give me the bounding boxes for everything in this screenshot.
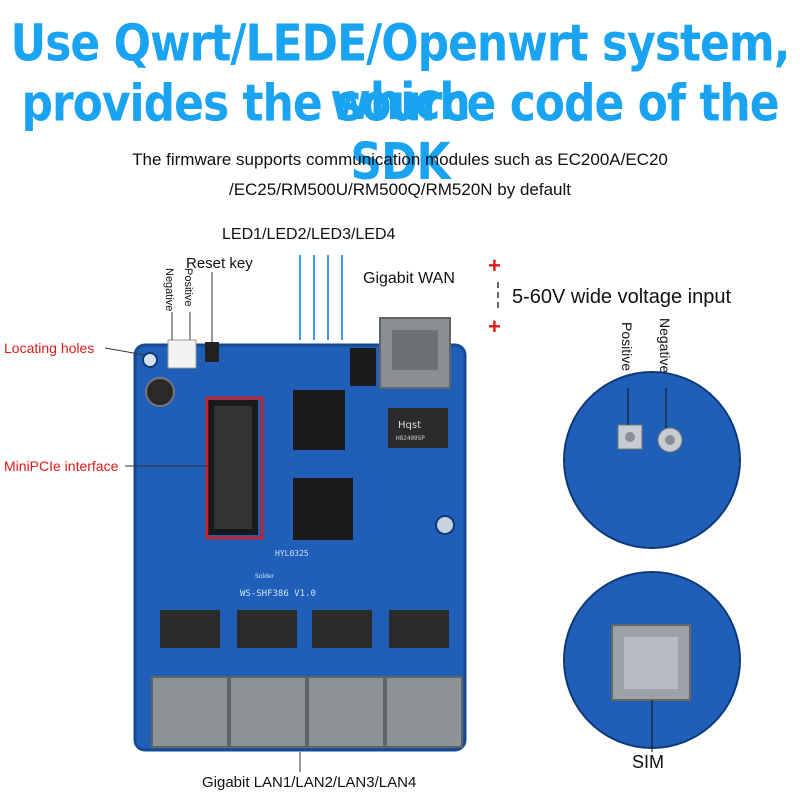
plus-marker-bottom: + [488,314,501,339]
locating-hole [435,515,455,535]
sim-detail [563,571,741,752]
lan-port-2 [229,676,307,748]
lan-magnetics-2 [237,610,297,648]
chip-part: H82409SP [396,435,425,442]
subtitle-line-2: /EC25/RM500U/RM500Q/RM520N by default [228,180,572,199]
minipcie-label: MiniPCIe interface [4,458,119,474]
board-model: WS-SHF386 V1.0 [240,589,316,599]
led-header [350,348,376,386]
negative-small-label: Negative [163,268,175,312]
minipcie-highlight [205,396,264,540]
reset-key [205,342,219,362]
capacitor [145,377,175,407]
magnetics-chip [388,408,448,448]
chip-brand: Hqst [398,420,421,431]
lan-port-4 [385,676,463,748]
gigabit-wan-label: Gigabit WAN [363,270,455,287]
positive-terminal [617,424,643,450]
ram-chip [293,478,353,540]
subtitle-line-1: The firmware supports communication modu… [132,150,668,169]
sim-label: SIM [632,752,665,772]
locating-holes-label: Locating holes [4,340,95,356]
voltage-input-label: 5-60V wide voltage input [512,286,732,308]
lan-magnetics-3 [312,610,372,648]
plus-marker-top: + [488,253,501,278]
positive-small-label: Positive [182,268,194,307]
lan-magnetics-4 [389,610,449,648]
lan-port-3 [307,676,385,748]
led-light-guides [299,255,343,340]
lan-magnetics-1 [160,610,220,648]
locating-hole [142,352,158,368]
cpu-chip [293,390,345,450]
router-board: HYL0325 WS-SHF386 V1.0 Solder Hqst H8240… [133,317,467,752]
led-label: LED1/LED2/LED3/LED4 [222,226,396,243]
board-code: HYL0325 [275,549,309,558]
power-connector [167,339,197,369]
solder-mark: Solder [255,573,275,580]
power-input-detail [563,371,741,549]
lan-port-1 [151,676,229,748]
negative-label: Negative [657,318,673,374]
positive-label: Positive [619,322,635,372]
reset-key-label: Reset key [186,255,253,272]
headline-line-1: Use Qwrt/LEDE/Openwrt system, which [10,14,791,132]
gigabit-lan-label: Gigabit LAN1/LAN2/LAN3/LAN4 [202,774,417,791]
headline-line-2: provides the source code of the SDK [21,74,779,192]
